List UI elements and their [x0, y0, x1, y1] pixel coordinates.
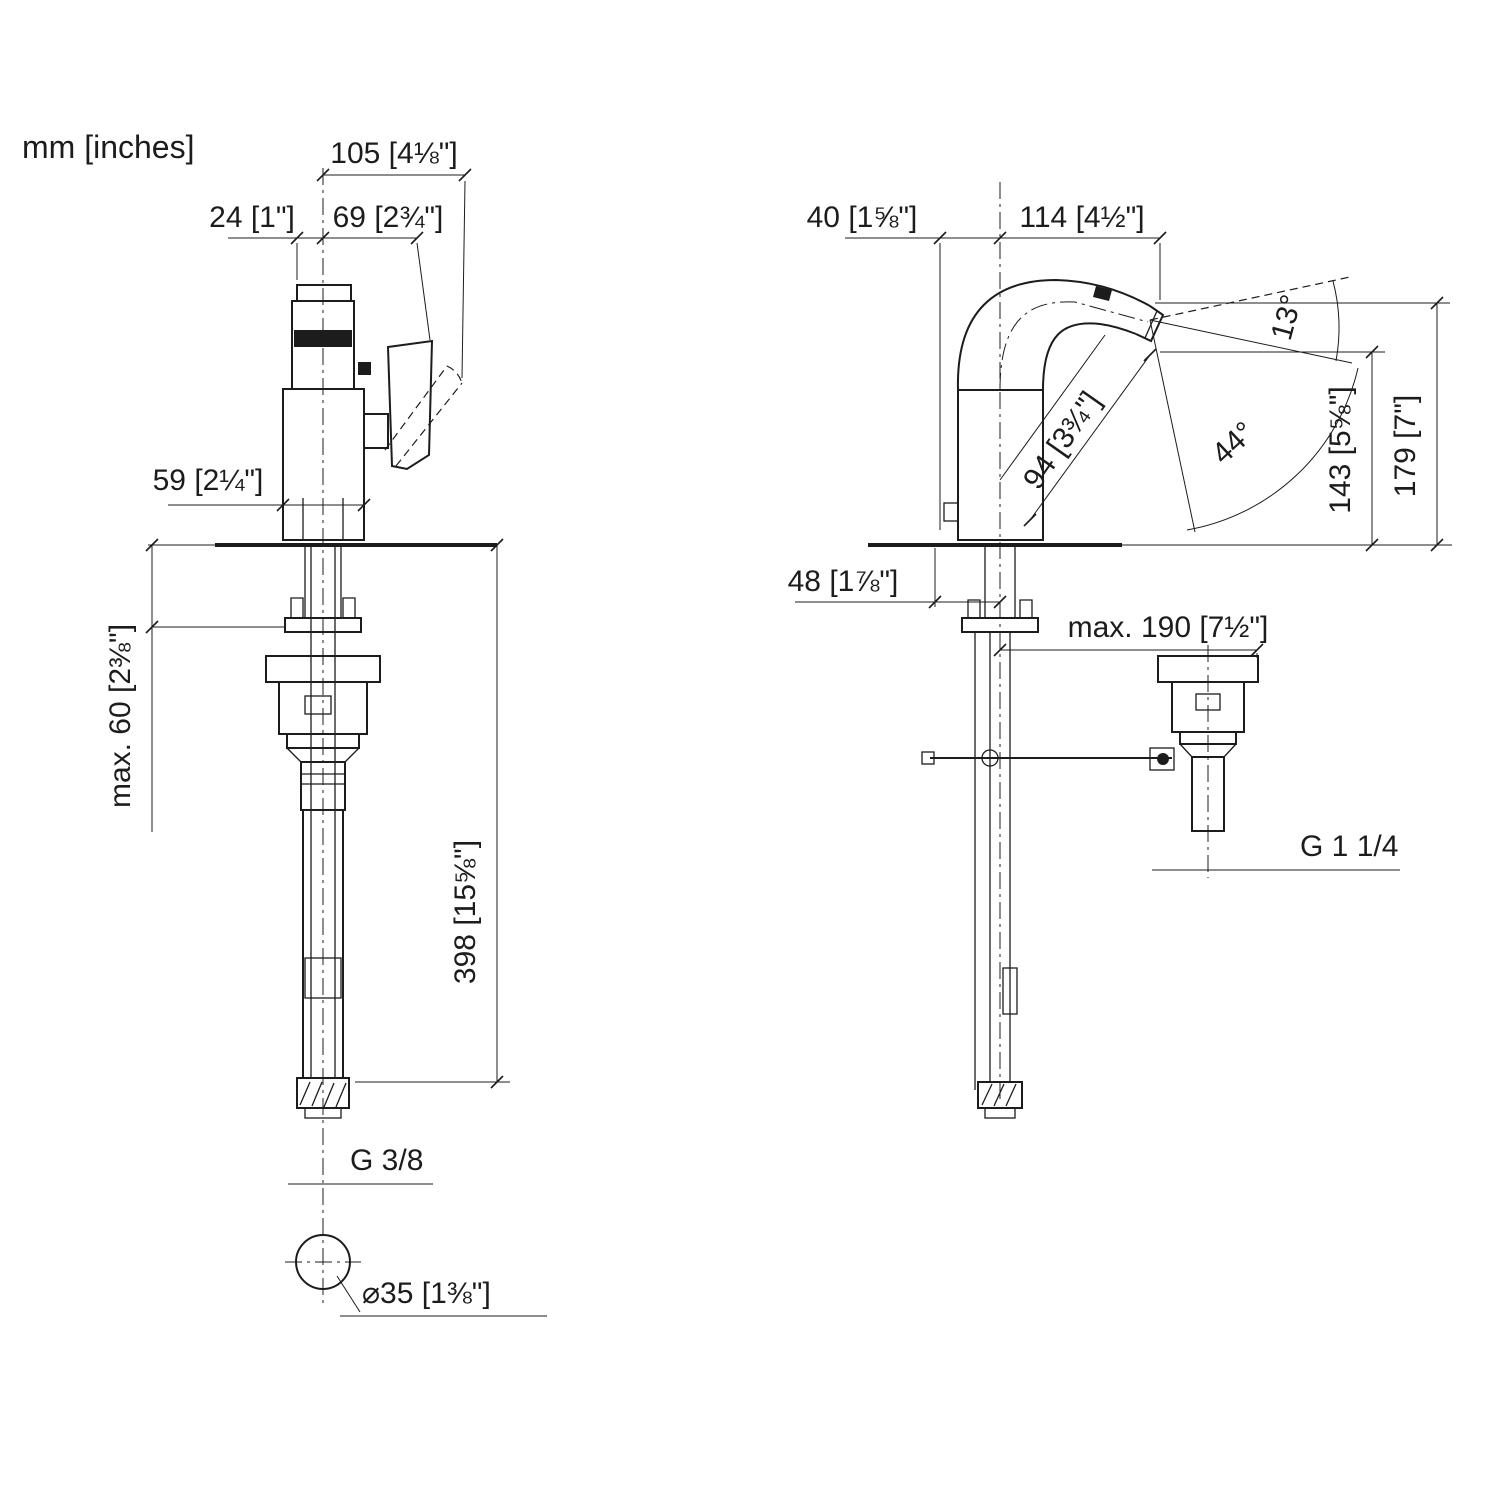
side-supply-hoses — [989, 632, 1011, 1082]
faucet-handle — [386, 339, 434, 471]
faucet-front-outline — [282, 284, 463, 541]
thread-g38: G 3/8 — [350, 1144, 423, 1177]
side-dimension-lines — [795, 237, 1438, 651]
side-below-counter-assembly — [921, 545, 1259, 1119]
side-thread-tip — [984, 1107, 1016, 1119]
front-pipe-coupling — [304, 957, 342, 999]
dim-69: 69 [2¾"] — [333, 201, 444, 234]
spout-inner-curve — [1042, 322, 1137, 391]
side-mounting-bolts — [967, 599, 1033, 619]
units-label: mm [inches] — [22, 129, 194, 165]
dim-40: 40 [1⅝"] — [807, 201, 918, 234]
side-drain-detail — [1195, 693, 1221, 711]
front-dimension-lines — [151, 174, 498, 1082]
front-mounting-washer — [284, 617, 362, 633]
front-drain-detail — [304, 695, 332, 715]
aerator-tip — [1135, 305, 1165, 343]
handle-connector — [363, 413, 389, 449]
side-view: 40 [1⅝"] 114 [4½"] 13° 94 [3¾"] 44° 143 … — [788, 182, 1452, 1119]
faucet-dark-band — [294, 330, 352, 347]
dim-diameter-35: ⌀35 [1⅜"] — [362, 1277, 491, 1310]
faucet-top-cap — [296, 284, 352, 302]
front-drain-pipe — [302, 810, 344, 1078]
front-view: 105 [4⅛"] 24 [1"] 69 [2¾"] 59 [2¼"] max.… — [104, 137, 547, 1317]
faucet-side-body — [957, 389, 1044, 541]
spray-axis-dashed — [1149, 276, 1351, 321]
angle-13: 13° — [1265, 291, 1309, 343]
mounting-hole — [285, 1234, 361, 1290]
pivot-ball-dot — [1157, 753, 1169, 765]
rod-slider — [1002, 967, 1018, 1015]
faucet-side-outline — [943, 278, 1165, 541]
dim-48: 48 [1⅞"] — [788, 565, 899, 598]
side-drain-step — [1179, 731, 1237, 745]
front-supply-pipes — [310, 545, 336, 1078]
dim-398: 398 [15⅝"] — [449, 840, 482, 984]
dim-179: 179 [7"] — [1389, 395, 1422, 497]
front-thread-hatching — [299, 1081, 347, 1108]
spout-outer-curve — [956, 278, 1151, 391]
front-tailpiece — [300, 761, 346, 811]
dim-24: 24 [1"] — [209, 201, 295, 234]
rod-pivot-ball — [981, 749, 999, 767]
spout-dark-band — [1093, 286, 1112, 301]
front-below-counter-assembly — [265, 545, 381, 1119]
angle-boundary-lines — [1149, 319, 1353, 533]
front-extension-lines — [148, 180, 547, 1317]
side-drain-taper — [1179, 743, 1237, 758]
front-drain-taper — [286, 747, 360, 763]
thread-g114: G 1 1/4 — [1300, 830, 1398, 863]
dim-max-60: max. 60 [2⅜"] — [104, 624, 137, 808]
body-protrusion — [943, 502, 959, 522]
side-thread-hatching — [981, 1083, 1017, 1107]
front-dimension-ticks — [145, 168, 504, 1089]
side-extension-lines — [934, 243, 1452, 871]
front-shank — [304, 545, 342, 618]
angle-44: 44° — [1206, 416, 1262, 471]
angle-construction — [1149, 276, 1359, 533]
dim-max-190: max. 190 [7½"] — [1068, 611, 1269, 644]
side-shank — [984, 545, 1016, 618]
front-drain-step — [286, 733, 360, 749]
dim-114: 114 [4½"] — [1019, 201, 1144, 234]
rod-end-clevis — [921, 751, 935, 765]
dim-143: 143 [5⅝"] — [1324, 386, 1357, 513]
angle-arc-44 — [1186, 367, 1359, 531]
pivot-nut — [1149, 747, 1175, 771]
faucet-main-body — [282, 388, 365, 541]
side-dimension-ticks — [928, 231, 1444, 657]
side-tailpipe — [1191, 756, 1225, 832]
dim-105: 105 [4⅛"] — [330, 137, 457, 170]
angle-arc-13 — [1332, 280, 1340, 362]
dim-59: 59 [2¼"] — [153, 464, 264, 497]
dim-94: 94 [3¾"] — [1017, 386, 1108, 496]
handle-open-position-dashed — [384, 365, 463, 467]
front-thread-tip — [304, 1107, 342, 1119]
spout-centerline — [999, 301, 1149, 391]
front-tailpiece-rings — [301, 773, 345, 785]
handle-pivot-screw — [358, 362, 371, 375]
side-mounting-washer — [961, 617, 1039, 633]
